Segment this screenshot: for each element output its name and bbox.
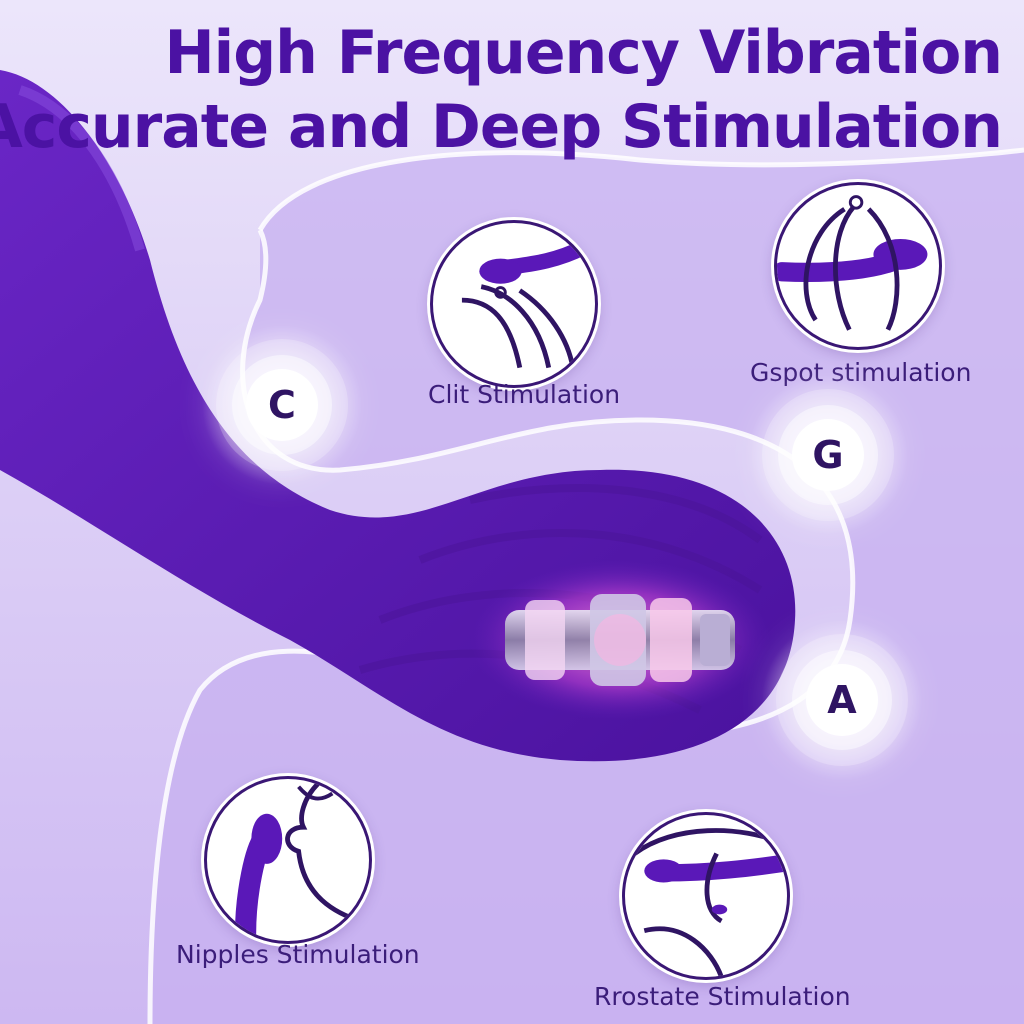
marker-a: A bbox=[806, 664, 878, 736]
headline-line-1: High Frequency Vibration bbox=[164, 18, 1003, 88]
nipples-stimulation-label: Nipples Stimulation bbox=[176, 940, 420, 969]
headline-line-2: Accurate and Deep Stimulation bbox=[0, 92, 1003, 162]
gspot-stimulation-label: Gspot stimulation bbox=[750, 358, 972, 387]
clit-stimulation-icon bbox=[430, 220, 598, 388]
prostate-stimulation-label: Rrostate Stimulation bbox=[594, 982, 851, 1011]
clit-stimulation-label: Clit Stimulation bbox=[428, 380, 621, 409]
marker-g: G bbox=[792, 419, 864, 491]
nipples-stimulation-icon bbox=[204, 776, 372, 944]
prostate-stimulation-icon bbox=[622, 812, 790, 980]
marker-c: C bbox=[246, 369, 318, 441]
gspot-stimulation-icon bbox=[774, 182, 942, 350]
